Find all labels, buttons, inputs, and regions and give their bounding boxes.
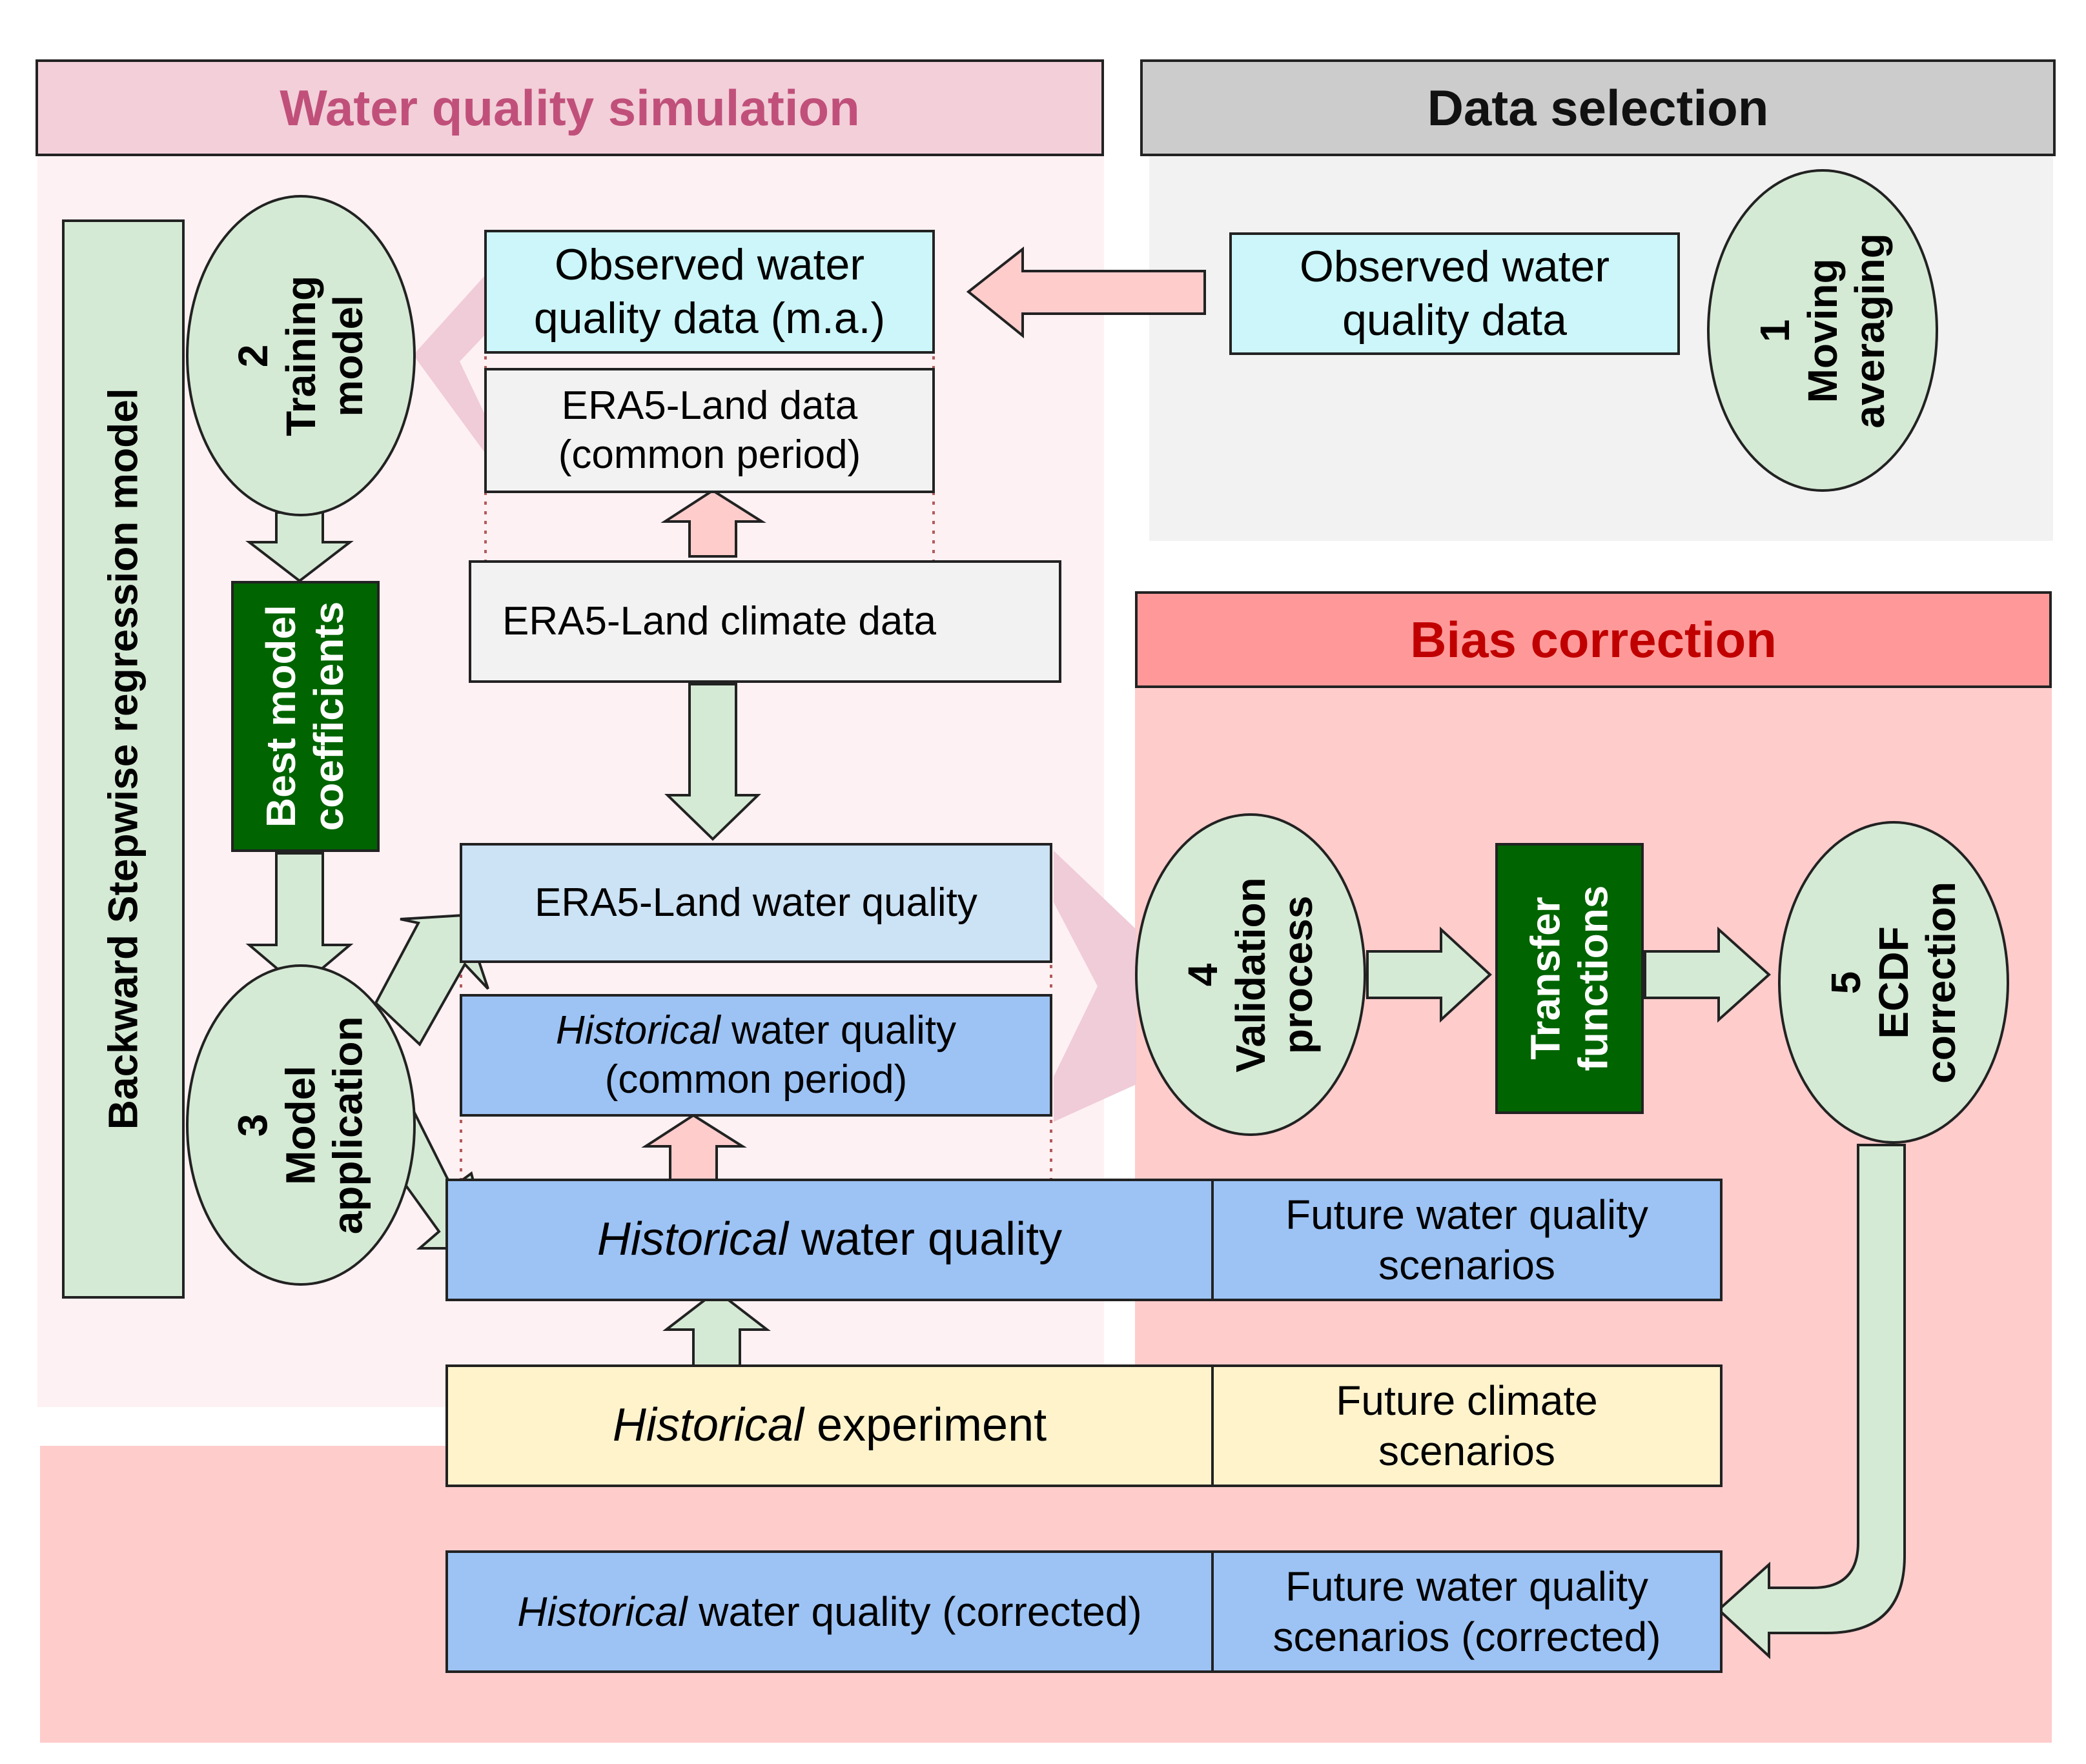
step-1-moving-averaging: 1 Moving averaging — [1707, 169, 1938, 492]
observed-line2: quality data — [1342, 296, 1567, 345]
step-5-line2: correction — [1917, 881, 1964, 1084]
arrow-climate-to-era5-common — [660, 489, 766, 558]
step-2-training-model: 2 Training model — [186, 195, 416, 516]
arrow-best-to-application — [245, 852, 354, 989]
step-3-line2: application — [324, 1016, 371, 1234]
hist-exp-rest: experiment — [803, 1399, 1047, 1452]
future-climate-line2: scenarios — [1378, 1428, 1555, 1474]
data-selection-title: Data selection — [1427, 79, 1769, 136]
hist-common-rest: water quality — [720, 1008, 957, 1053]
historical-wq-box: Historical water quality — [445, 1179, 1214, 1301]
historical-wq-corrected-box: Historical water quality (corrected) — [445, 1550, 1214, 1673]
arrow-experiment-to-hist-wq — [662, 1289, 771, 1368]
future-corr-line1: Future water quality — [1285, 1563, 1649, 1610]
transfer-line1: Transfer — [1522, 897, 1569, 1060]
arrow-training-to-best — [245, 511, 354, 583]
step-1-line1: Moving — [1799, 258, 1846, 403]
historical-wq-common-box: Historical water quality (common period) — [460, 994, 1052, 1117]
hist-common-line2: (common period) — [604, 1057, 908, 1102]
transfer-functions-box: Transfer functions — [1495, 843, 1644, 1114]
step-5-line1: ECDF — [1870, 926, 1917, 1039]
arrow-observed-to-ma — [966, 246, 1206, 339]
backward-stepwise-label: Backward Stepwise regression model — [99, 388, 147, 1130]
training-chevron — [413, 276, 484, 452]
step-2-number: 2 — [229, 344, 276, 367]
hist-corr-italic: Historical — [517, 1588, 688, 1635]
step-1-line2: averaging — [1846, 232, 1893, 429]
best-model-coefficients-box: Best model coefficients — [231, 581, 380, 852]
observed-line1: Observed water — [1300, 242, 1610, 292]
best-model-line2: coefficients — [305, 602, 352, 831]
observed-ma-line1: Observed water — [555, 240, 864, 290]
era5-climate-label: ERA5-Land climate data — [502, 599, 937, 644]
hist-wq-rest: water quality — [788, 1213, 1063, 1266]
step-5-ecdf-correction: 5 ECDF correction — [1778, 821, 2009, 1144]
arrow-climate-to-era5-wq — [664, 683, 761, 841]
step-4-validation-process: 4 Validation process — [1135, 813, 1366, 1136]
transfer-line2: functions — [1570, 886, 1616, 1071]
era5-water-quality-box: ERA5-Land water quality — [460, 843, 1052, 963]
era5-common-line2: (common period) — [558, 432, 861, 477]
arrow-validation-to-transfer — [1366, 926, 1492, 1023]
water-quality-simulation-header: Water quality simulation — [36, 59, 1104, 156]
bias-correction-title: Bias correction — [1410, 611, 1777, 668]
data-selection-header: Data selection — [1140, 59, 2056, 156]
future-climate-line1: Future climate — [1336, 1377, 1598, 1424]
hist-exp-italic: Historical — [612, 1399, 804, 1452]
observed-ma-line2: quality data (m.a.) — [533, 294, 886, 343]
era5-common-period-box: ERA5-Land data(common period) — [484, 368, 935, 493]
step-4-number: 4 — [1179, 963, 1226, 986]
future-corr-line2: scenarios (corrected) — [1273, 1614, 1661, 1660]
backward-stepwise-box: Backward Stepwise regression model — [62, 219, 185, 1299]
step-5-number: 5 — [1822, 971, 1869, 994]
arrow-hist-to-hist-common — [641, 1113, 747, 1182]
historical-experiment-box: Historical experiment — [445, 1364, 1214, 1487]
water-quality-simulation-title: Water quality simulation — [280, 79, 860, 136]
era5-wq-label: ERA5-Land water quality — [535, 880, 977, 926]
era5-climate-box: ERA5-Land climate data — [469, 560, 1061, 683]
hist-wq-italic: Historical — [597, 1213, 788, 1266]
step-4-line2: process — [1274, 895, 1321, 1054]
validation-chevron — [1054, 851, 1136, 1122]
hist-corr-rest: water quality (corrected) — [687, 1588, 1142, 1635]
step-3-number: 3 — [229, 1113, 276, 1137]
step-1-number: 1 — [1751, 319, 1798, 342]
step-3-line1: Model — [277, 1065, 324, 1185]
arrow-ecdf-to-corrected — [1717, 1144, 1906, 1659]
step-2-line1: Training — [277, 275, 324, 436]
future-wq-line1: Future water quality — [1285, 1191, 1649, 1238]
future-wq-line2: scenarios — [1378, 1242, 1555, 1288]
bias-correction-header: Bias correction — [1135, 591, 2052, 688]
step-2-line2: model — [324, 294, 371, 417]
step-3-model-application: 3 Model application — [186, 964, 416, 1286]
era5-common-line1: ERA5-Land data — [561, 383, 858, 429]
step-4-line1: Validation — [1227, 877, 1274, 1073]
best-model-line1: Best model — [258, 605, 305, 828]
hist-common-italic: Historical — [555, 1008, 721, 1053]
arrow-transfer-to-ecdf — [1644, 926, 1771, 1023]
